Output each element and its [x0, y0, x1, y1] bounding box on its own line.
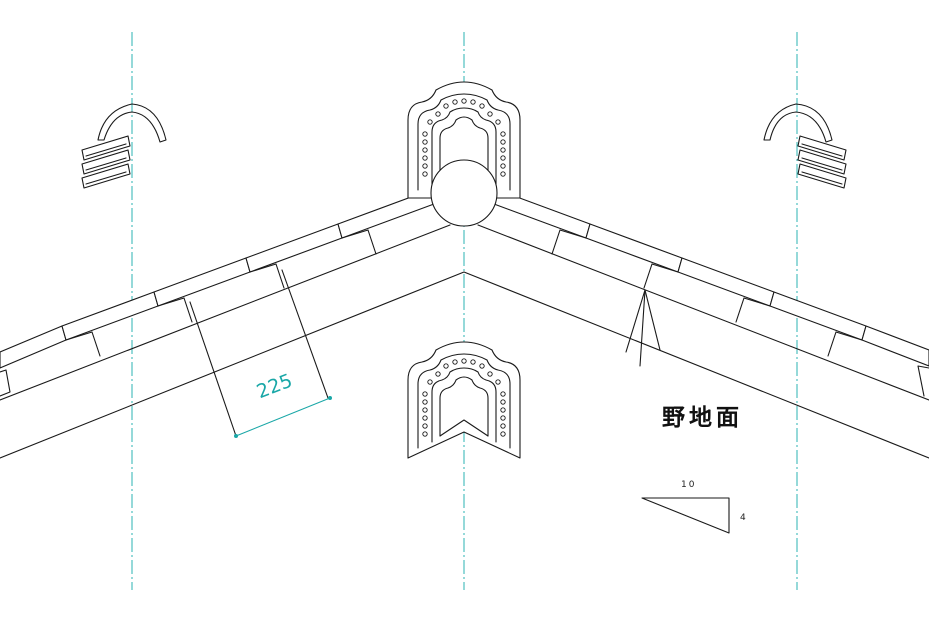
tiles-right: [493, 189, 929, 397]
ridge-round-tile: [430, 159, 498, 227]
sheathing-lines: [0, 224, 929, 459]
stacked-ridge-tiles-right: [763, 103, 847, 189]
ridge-ornament-lower: [407, 341, 521, 459]
sheathing-surface-label: 野地面: [662, 405, 743, 431]
dimension-value: 225: [254, 370, 296, 404]
pitch-run-label: 10: [681, 480, 696, 490]
ridge-ornament-upper: [407, 81, 521, 227]
tiles-left: [0, 189, 435, 397]
dimension-225: 225: [189, 269, 332, 438]
tie-wire-marks: [625, 289, 661, 367]
pitch-rise-label: 4: [740, 513, 748, 523]
pitch-indicator: 10 4: [641, 480, 748, 534]
stacked-ridge-tiles-left: [81, 103, 167, 189]
